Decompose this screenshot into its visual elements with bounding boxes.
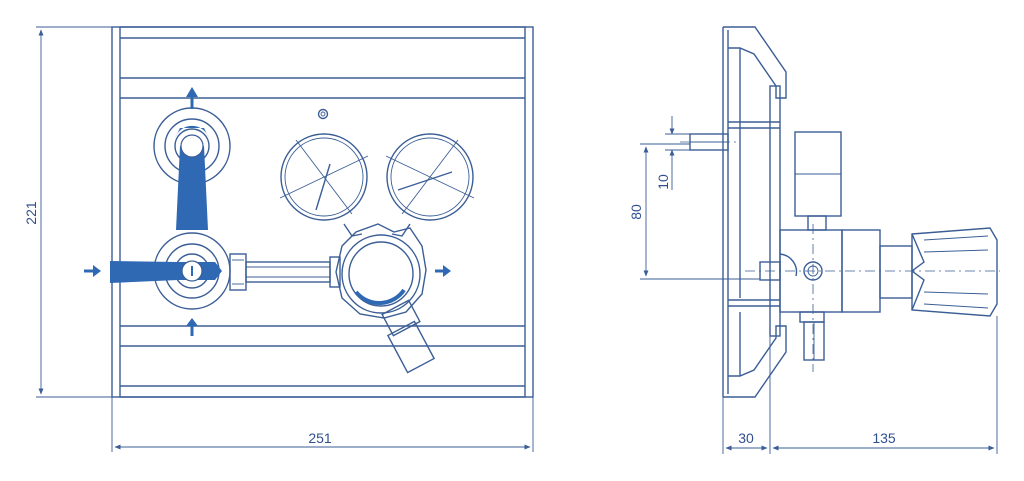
lower-valve-lever — [110, 261, 222, 283]
regulator-depth-label: 135 — [872, 430, 896, 446]
side-panel — [722, 26, 787, 398]
dimension-depth: 30 135 — [722, 316, 998, 454]
panel-depth-label: 30 — [738, 430, 754, 446]
dimension-small: 10 — [655, 116, 690, 190]
outlet-arrow-icon — [435, 265, 451, 277]
flow-arrow-up-icon — [186, 87, 198, 109]
side-gauge — [794, 131, 842, 231]
upper-valve-lever — [176, 146, 208, 230]
upper-valve — [153, 107, 231, 230]
side-regulator-body — [759, 227, 998, 361]
side-view: 10 80 30 135 — [628, 26, 1000, 454]
height-dimension-label: 221 — [23, 201, 39, 225]
dimension-80: 80 — [628, 143, 760, 280]
width-dimension-label: 251 — [308, 430, 332, 446]
left-pressure-gauge — [279, 133, 369, 237]
connection-pipe — [229, 253, 341, 291]
flow-arrow-down-icon — [186, 318, 198, 336]
small-dimension-label: 10 — [655, 174, 671, 190]
inlet-arrow-icon — [84, 265, 101, 277]
dimension-width: 251 — [111, 397, 534, 452]
lower-valve — [110, 232, 231, 310]
front-view: 221 251 — [23, 26, 534, 452]
pressure-regulator — [335, 223, 436, 374]
center-lines — [680, 141, 1000, 372]
right-pressure-gauge — [385, 133, 475, 237]
panel-frame — [111, 26, 534, 398]
dimension-height: 221 — [23, 26, 112, 398]
mounting-screw-icon — [317, 108, 329, 120]
side-height-dimension-label: 80 — [628, 204, 644, 220]
